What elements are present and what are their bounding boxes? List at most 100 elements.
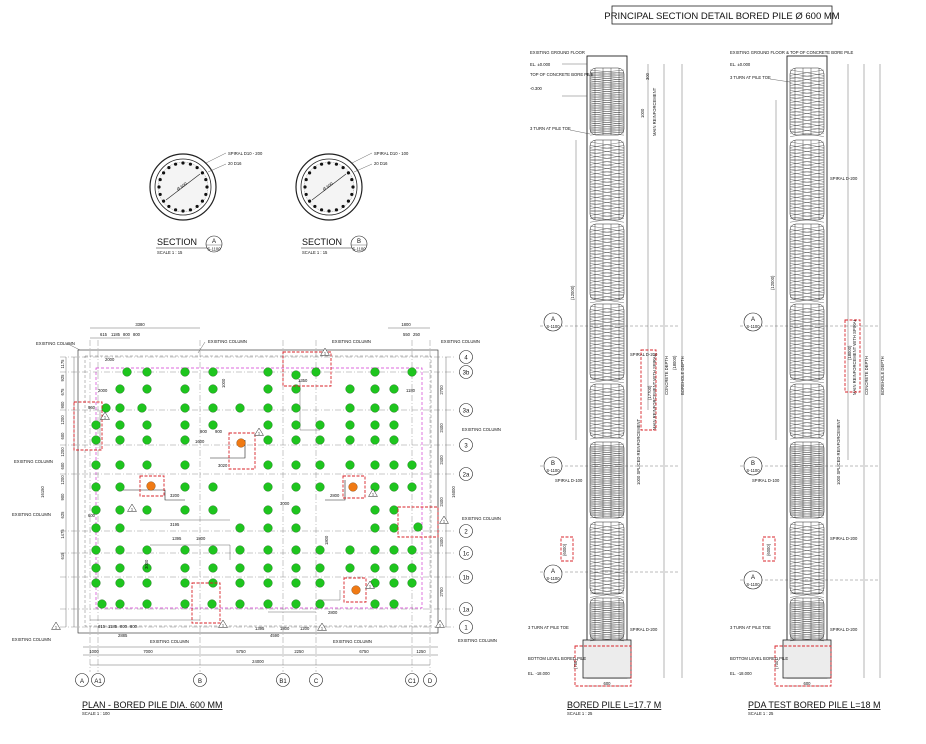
- pile-green: [115, 505, 125, 515]
- svg-text:600: 600: [604, 681, 612, 686]
- pile-green: [345, 403, 355, 413]
- svg-text:800: 800: [120, 624, 128, 629]
- pile-green: [389, 420, 399, 430]
- pile-green: [389, 403, 399, 413]
- pile-green: [208, 505, 218, 515]
- pile-orange: [146, 481, 156, 491]
- svg-text:16000: 16000: [451, 486, 456, 498]
- spiral-hatch: [589, 305, 625, 384]
- svg-text:1000: 1000: [221, 378, 226, 388]
- rebar-dot: [158, 177, 162, 182]
- svg-text:EXISTING COLUMN: EXISTING COLUMN: [462, 427, 501, 432]
- rebar-dot: [313, 204, 317, 209]
- pile-green: [115, 523, 125, 533]
- left-dim-text: 1475: [60, 529, 65, 539]
- pile-green: [208, 420, 218, 430]
- svg-text:1c: 1c: [463, 552, 469, 558]
- revision-triangle: 1: [254, 427, 264, 436]
- pile-green: [389, 435, 399, 445]
- pile-green: [291, 599, 301, 609]
- svg-text:EXISTING COLUMN: EXISTING COLUMN: [333, 639, 372, 644]
- revision-triangle: 1: [218, 619, 228, 628]
- svg-text:BOTTOM LEVEL BORED PILE: BOTTOM LEVEL BORED PILE: [528, 656, 586, 661]
- svg-text:EXISTING GROUND FLOOR: EXISTING GROUND FLOOR: [530, 50, 585, 55]
- revision-triangle: 1: [320, 347, 330, 356]
- svg-text:SCALE 1 : 15: SCALE 1 : 15: [302, 250, 328, 255]
- pile-green: [389, 505, 399, 515]
- pile-green: [115, 384, 125, 394]
- pile-green: [208, 403, 218, 413]
- svg-text:1a: 1a: [463, 608, 470, 614]
- svg-text:(6000): (6000): [562, 543, 567, 556]
- svg-text:MAIN REINFORCEMENT WITH SPIRAL: MAIN REINFORCEMENT WITH SPIRAL: [852, 318, 857, 395]
- svg-text:1000: 1000: [89, 649, 99, 654]
- spiral-hatch: [589, 225, 625, 304]
- svg-text:3 TURN AT PILE TOE: 3 TURN AT PILE TOE: [528, 625, 569, 630]
- svg-text:2000: 2000: [105, 357, 115, 362]
- svg-text:S-1100: S-1100: [207, 247, 221, 252]
- pile-green: [142, 545, 152, 555]
- axis-letter-B1: B1: [276, 673, 290, 687]
- svg-text:2800: 2800: [328, 610, 338, 615]
- svg-text:1: 1: [222, 623, 225, 628]
- svg-text:SPIRAL D10 - 200: SPIRAL D10 - 200: [228, 151, 263, 156]
- svg-text:1185: 1185: [108, 624, 118, 629]
- svg-text:1: 1: [104, 415, 107, 420]
- axis-letter-D: D: [423, 673, 437, 687]
- axis-number-3a: 3a: [459, 403, 473, 417]
- svg-text:(18000): (18000): [847, 345, 852, 360]
- svg-text:(12000): (12000): [570, 285, 575, 300]
- rebar-dot: [200, 199, 205, 203]
- svg-text:6750: 6750: [359, 649, 369, 654]
- svg-text:1180: 1180: [406, 388, 416, 393]
- svg-text:2885: 2885: [118, 633, 128, 638]
- spiral-hatch: [789, 599, 825, 642]
- svg-text:1800: 1800: [324, 535, 329, 545]
- svg-text:SPIRAL D-200: SPIRAL D-200: [830, 176, 858, 181]
- pile-green: [291, 420, 301, 430]
- svg-text:EXISTING COLUMN: EXISTING COLUMN: [14, 459, 53, 464]
- rebar-dot: [346, 171, 351, 175]
- pile-green: [345, 435, 355, 445]
- pile-green: [291, 563, 301, 573]
- pile-green: [142, 384, 152, 394]
- pile-green: [235, 563, 245, 573]
- spiral-hatch: [789, 69, 825, 137]
- rebar-dot: [319, 162, 324, 166]
- pile-green: [389, 482, 399, 492]
- svg-text:EXISTING COLUMN: EXISTING COLUMN: [36, 341, 75, 346]
- spiral-hatch: [589, 385, 625, 440]
- rebar-dot: [204, 177, 208, 182]
- revision-triangle: 1: [317, 622, 327, 631]
- pile-green: [208, 367, 218, 377]
- left-dim-text: 600: [60, 432, 65, 440]
- sheet-title: PRINCIPAL SECTION DETAIL BORED PILE Ø 60…: [604, 5, 840, 25]
- cage-segment: [789, 139, 825, 221]
- svg-text:3: 3: [464, 444, 468, 450]
- svg-text:EXISTING GROUND FLOOR & TOP OF: EXISTING GROUND FLOOR & TOP OF CONCRETE …: [730, 50, 854, 55]
- revision-triangle: 1: [51, 621, 61, 630]
- pile-green: [315, 578, 325, 588]
- left-dim-text: 615: [60, 552, 65, 560]
- svg-text:1250: 1250: [416, 649, 426, 654]
- svg-text:A: A: [551, 317, 555, 323]
- svg-text:16150: 16150: [40, 486, 45, 498]
- left-dim-text: 1200: [60, 447, 65, 457]
- pile-green: [291, 460, 301, 470]
- section-a: Ø 600 SPIRAL D10 - 200 20 D16 SECTION A …: [149, 151, 263, 255]
- svg-text:EXISTING COLUMN: EXISTING COLUMN: [332, 339, 371, 344]
- svg-text:1: 1: [324, 351, 327, 356]
- axis-number-3b: 3b: [459, 365, 473, 379]
- svg-text:SPIRAL D-100: SPIRAL D-100: [752, 478, 780, 483]
- pile-green: [370, 505, 380, 515]
- svg-text:3 TURN AT PILE TOE: 3 TURN AT PILE TOE: [530, 126, 571, 131]
- pile-green: [291, 523, 301, 533]
- svg-text:B1: B1: [279, 679, 287, 685]
- pile-green: [180, 599, 190, 609]
- pile-green: [311, 367, 321, 377]
- pile-green: [370, 599, 380, 609]
- svg-text:3b: 3b: [463, 371, 470, 377]
- svg-text:(700): (700): [573, 659, 578, 669]
- svg-text:MAIN REINFORCEMENT: MAIN REINFORCEMENT: [652, 87, 657, 136]
